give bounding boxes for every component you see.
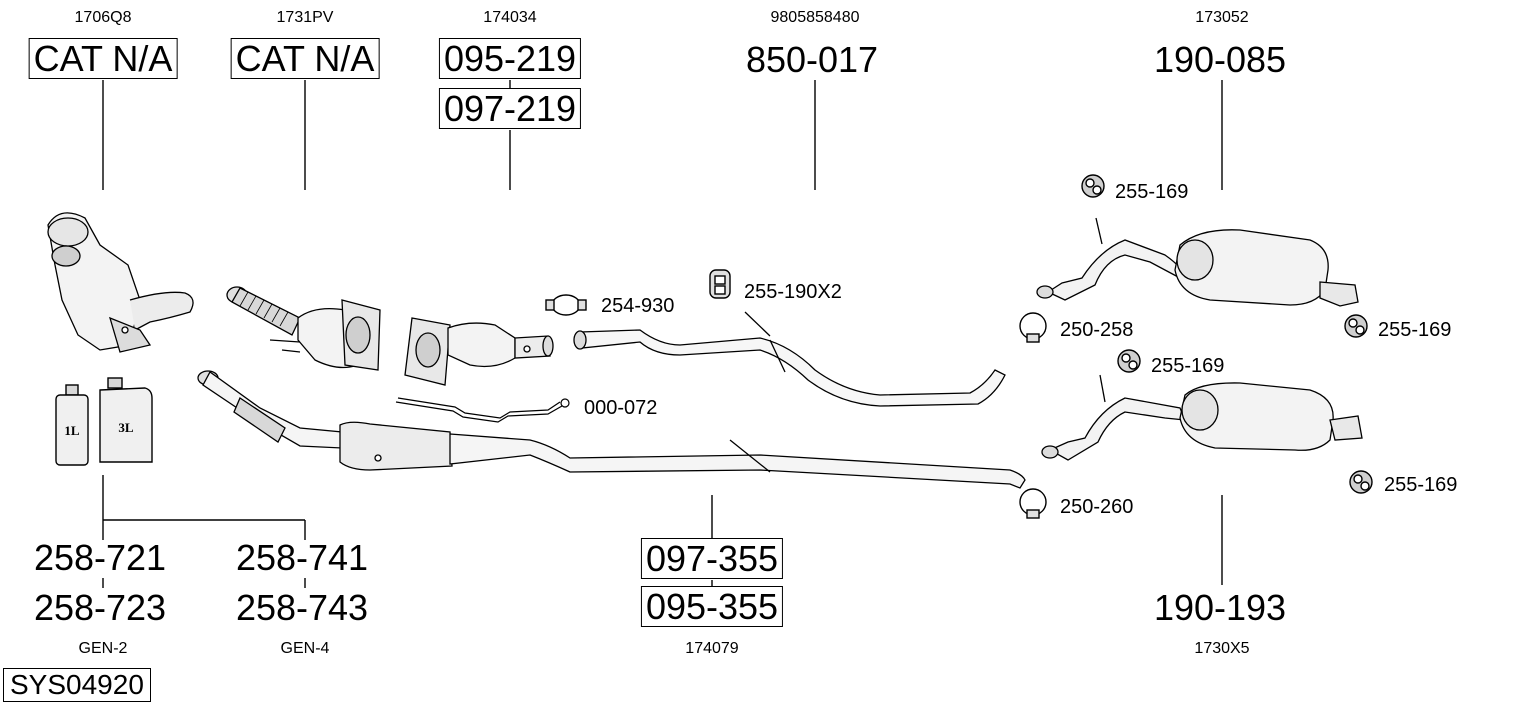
part-number-258-741[interactable]: 258-741 <box>235 537 369 578</box>
part-number-258-721[interactable]: 258-721 <box>33 537 167 578</box>
part-number-097-219[interactable]: 097-219 <box>438 88 582 129</box>
system-id: SYS04920 <box>3 668 151 702</box>
clamp-icon <box>1019 312 1047 343</box>
rubber-mount-icon <box>1117 349 1141 373</box>
accessory-255-169-a[interactable]: 255-169 <box>1115 181 1189 203</box>
oil-canister-label: 3L <box>118 420 134 435</box>
top-ref-2: 1731PV <box>276 9 334 26</box>
top-ref-5: 173052 <box>1195 9 1249 26</box>
rubber-mount-icon <box>1081 174 1105 198</box>
catalytic-converter-3 <box>404 317 554 386</box>
accessory-255-169-c[interactable]: 255-169 <box>1151 355 1225 377</box>
front-pipe <box>573 311 1006 407</box>
rear-silencer-upper <box>1036 217 1359 307</box>
accessory-255-169-d[interactable]: 255-169 <box>1384 474 1458 496</box>
top-ref-1: 1706Q8 <box>74 9 132 26</box>
bottom-ref-gen-4: GEN-4 <box>280 640 330 657</box>
top-ref-3: 174034 <box>483 9 537 26</box>
rear-silencer-lower <box>1041 374 1363 461</box>
part-number-097-355[interactable]: 097-355 <box>640 538 784 579</box>
part-number-190-085[interactable]: 190-085 <box>1153 39 1287 80</box>
accessory-254-930[interactable]: 254-930 <box>601 295 675 317</box>
bottom-ref-gen-2: GEN-2 <box>78 640 128 657</box>
rubber-mount-icon <box>709 269 731 299</box>
part-number-095-219[interactable]: 095-219 <box>438 38 582 79</box>
part-number-258-743[interactable]: 258-743 <box>235 587 369 628</box>
top-ref-4: 9805858480 <box>770 9 860 26</box>
middle-pipe <box>197 370 1026 489</box>
accessory-250-258[interactable]: 250-258 <box>1060 319 1134 341</box>
part-number-850-017[interactable]: 850-017 <box>745 39 879 80</box>
accessory-250-260[interactable]: 250-260 <box>1060 496 1134 518</box>
part-number-cat-1[interactable]: CAT N/A <box>28 38 178 79</box>
oil-bottle-label: 1L <box>64 423 80 438</box>
bottom-ref-1730x5: 1730X5 <box>1194 640 1250 657</box>
accessory-255-169-b[interactable]: 255-169 <box>1378 319 1452 341</box>
oil-canister-icon <box>99 377 153 463</box>
part-number-095-355[interactable]: 095-355 <box>640 586 784 627</box>
part-number-190-193[interactable]: 190-193 <box>1153 587 1287 628</box>
catalytic-converter-2 <box>226 286 381 371</box>
clamp-icon <box>545 294 587 316</box>
part-number-258-723[interactable]: 258-723 <box>33 587 167 628</box>
oil-bottle-icon <box>55 384 89 466</box>
part-number-cat-2[interactable]: CAT N/A <box>230 38 380 79</box>
catalytic-converter-1 <box>47 212 194 353</box>
rubber-mount-icon <box>1349 470 1373 494</box>
accessory-000-072[interactable]: 000-072 <box>584 397 658 419</box>
bottom-ref-174079: 174079 <box>685 640 739 657</box>
clamp-icon <box>1019 488 1047 519</box>
rubber-mount-icon <box>1344 314 1368 338</box>
pipe-000-072 <box>395 397 570 423</box>
accessory-255-190x2[interactable]: 255-190X2 <box>744 281 842 303</box>
